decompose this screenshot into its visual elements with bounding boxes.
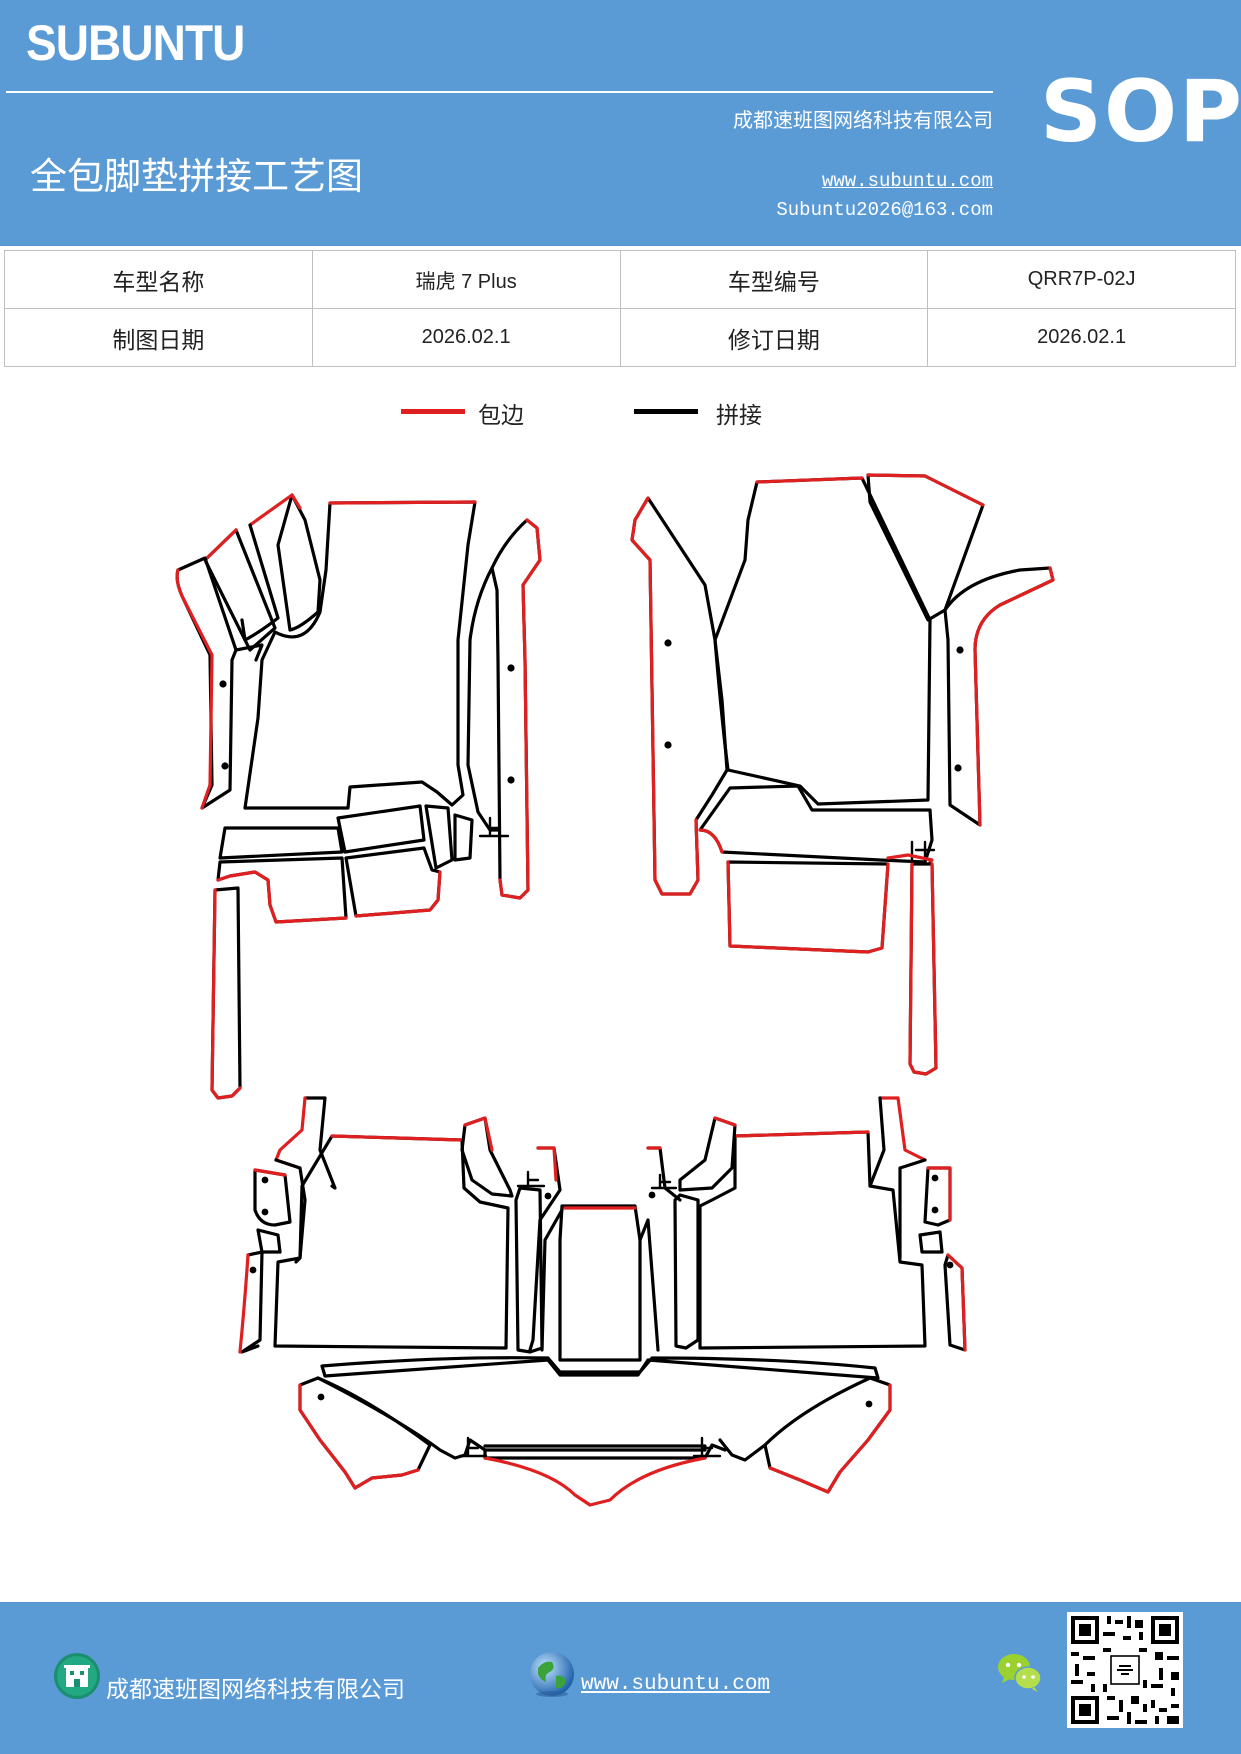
front-right-mat	[630, 473, 1055, 1076]
label-model-name: 车型名称	[4, 250, 313, 309]
rear-bottom-pieces	[298, 1356, 892, 1507]
brand-logo: SUBUNTU	[26, 15, 245, 71]
label-revision-date: 修订日期	[619, 308, 929, 367]
rear-right-mat	[646, 1096, 967, 1352]
qr-code-pattern	[1067, 1612, 1183, 1728]
rear-center-mat	[540, 1204, 660, 1362]
website-link[interactable]: www.subuntu.com	[821, 170, 993, 192]
info-table: 车型名称 瑞虎 7 Plus 车型编号 QRR7P-02J 制图日期 2026.…	[4, 250, 1236, 367]
sop-label: SOP	[1040, 62, 1241, 162]
value-revision-date: 2026.02.1	[927, 308, 1236, 367]
legend-red-line	[401, 409, 465, 414]
header-divider	[6, 91, 993, 93]
legend-label-edging: 包边	[478, 403, 524, 429]
label-draw-date: 制图日期	[4, 308, 313, 367]
qr-code	[1067, 1612, 1183, 1728]
floor-mat-diagram	[175, 473, 1055, 1507]
legend-black-line	[634, 409, 698, 414]
front-left-mat	[175, 493, 542, 1100]
email-address[interactable]: Subuntu2026@163.com	[776, 199, 993, 221]
company-name: 成都速班图网络科技有限公司	[733, 108, 993, 132]
table-row: 车型名称 瑞虎 7 Plus 车型编号 QRR7P-02J	[4, 250, 1236, 309]
table-row: 制图日期 2026.02.1 修订日期 2026.02.1	[4, 308, 1236, 367]
wechat-icon	[998, 1654, 1042, 1692]
rear-left-mat	[238, 1096, 562, 1354]
value-model-name: 瑞虎 7 Plus	[311, 250, 621, 309]
footer-company-name: 成都速班图网络科技有限公司	[106, 1677, 405, 1703]
globe-icon	[530, 1652, 574, 1697]
document-title: 全包脚垫拼接工艺图	[30, 155, 363, 198]
legend-label-seam: 拼接	[716, 403, 762, 429]
value-draw-date: 2026.02.1	[311, 308, 621, 367]
label-model-code: 车型编号	[619, 250, 929, 309]
footer-website-link[interactable]: www.subuntu.com	[581, 1673, 771, 1696]
building-icon	[54, 1653, 100, 1699]
header-banner: SUBUNTU 成都速班图网络科技有限公司 全包脚垫拼接工艺图 www.subu…	[0, 0, 1241, 246]
value-model-code: QRR7P-02J	[927, 250, 1236, 309]
